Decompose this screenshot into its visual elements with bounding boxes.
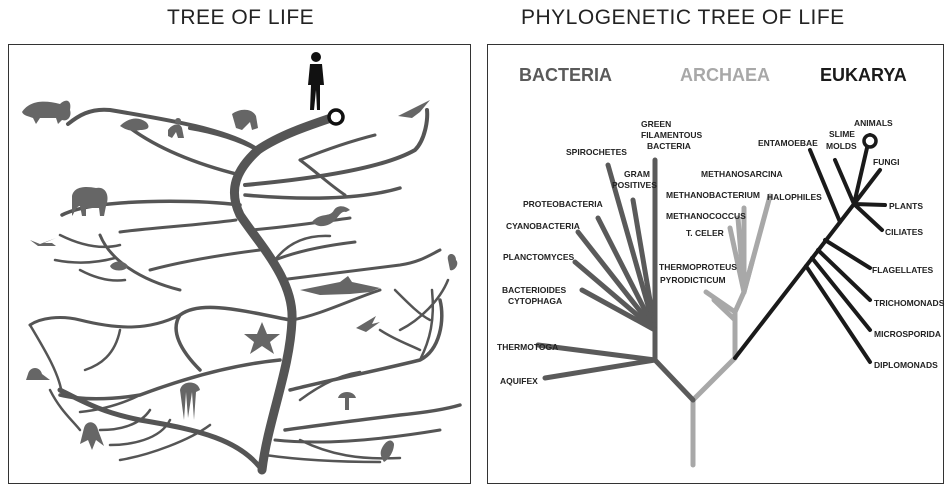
flower-icon	[448, 254, 458, 270]
label-pyrodicticum: PYRODICTICUM	[660, 275, 726, 285]
label-slime-molds-1: SLIME	[829, 129, 855, 139]
human-node-ring	[329, 110, 343, 124]
label-gram-positives-1: GRAM	[624, 169, 650, 179]
gorilla-icon	[232, 110, 258, 130]
label-methanosarcina: METHANOSARCINA	[701, 169, 783, 179]
label-t-celer: T. CELER	[686, 228, 724, 238]
label-plants: PLANTS	[889, 201, 923, 211]
label-flagellates: FLAGELLATES	[872, 265, 934, 275]
plant-icon	[356, 316, 380, 332]
octopus-icon	[80, 422, 104, 450]
label-ciliates: CILIATES	[885, 227, 923, 237]
domain-bacteria: BACTERIA	[519, 65, 612, 85]
label-entamoebae: ENTAMOEBAE	[758, 138, 818, 148]
label-green-bacteria-1: GREEN	[641, 119, 671, 129]
starfish-icon	[244, 322, 280, 354]
label-bacteroides-1: BACTERIOIDES	[502, 285, 567, 295]
label-planctomyces: PLANCTOMYCES	[503, 252, 574, 262]
dragonfly-icon	[28, 238, 56, 246]
label-thermotoga: THERMOTOGA	[497, 342, 558, 352]
label-proteobacteria: PROTEOBACTERIA	[523, 199, 603, 209]
label-aquifex: AQUIFEX	[500, 376, 538, 386]
label-animals: ANIMALS	[854, 118, 893, 128]
seal-icon	[120, 119, 148, 131]
jellyfish-icon	[180, 383, 200, 421]
elephant-icon	[72, 187, 108, 216]
label-methanobacterium: METHANOBACTERIUM	[666, 190, 760, 200]
label-diplomonads: DIPLOMONADS	[874, 360, 938, 370]
bacteria-labels: GREEN FILAMENTOUS BACTERIA SPIROCHETES G…	[497, 119, 703, 386]
snake-icon	[312, 206, 350, 226]
animals-node-ring	[864, 135, 876, 147]
label-trichomonads: TRICHOMONADS	[874, 298, 945, 308]
human-icon	[308, 52, 324, 110]
label-gram-positives-2: POSITIVES	[612, 180, 657, 190]
shark-icon	[300, 276, 380, 295]
domain-archaea: ARCHAEA	[680, 65, 770, 85]
label-green-bacteria-2: FILAMENTOUS	[641, 130, 703, 140]
label-microsporida: MICROSPORIDA	[874, 329, 941, 339]
label-slime-molds-2: MOLDS	[826, 141, 857, 151]
label-spirochetes: SPIROCHETES	[566, 147, 627, 157]
bird-icon	[398, 100, 430, 118]
label-thermoproteus: THERMOPROTEUS	[659, 262, 737, 272]
label-bacteroides-2: CYTOPHAGA	[508, 296, 562, 306]
label-fungi: FUNGI	[873, 157, 899, 167]
domain-eukarya: EUKARYA	[820, 65, 907, 85]
mushroom-icon	[338, 392, 356, 410]
label-green-bacteria-3: BACTERIA	[647, 141, 691, 151]
label-halophiles: HALOPHILES	[767, 192, 822, 202]
crab-icon	[110, 262, 128, 271]
tree-of-life	[30, 110, 460, 470]
lion-icon	[22, 101, 71, 124]
label-methanococcus: METHANOCOCCUS	[666, 211, 746, 221]
snail-icon	[26, 368, 50, 380]
label-cyanobacteria: CYANOBACTERIA	[506, 221, 580, 231]
